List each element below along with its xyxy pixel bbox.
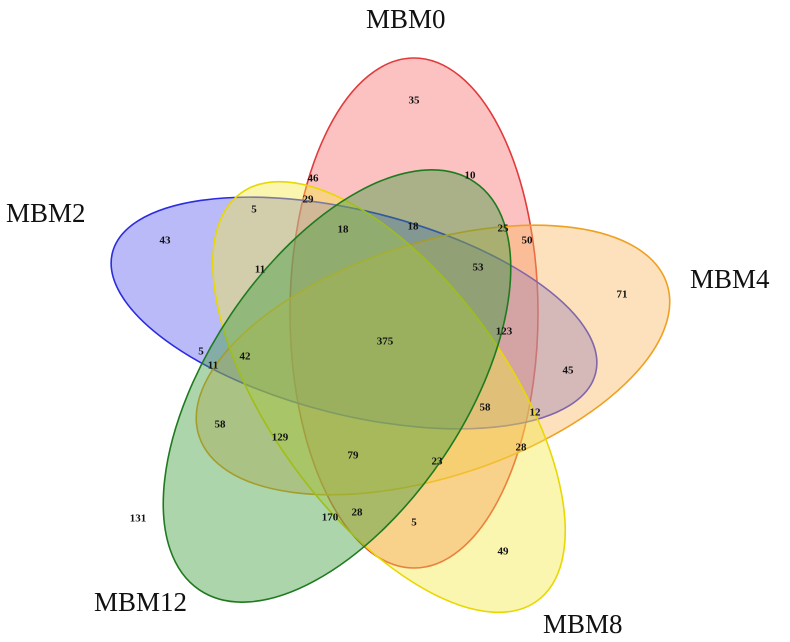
region-count: 170 <box>322 512 339 524</box>
region-count: 71 <box>617 289 628 301</box>
region-count: 43 <box>160 235 172 247</box>
region-count: 11 <box>208 360 218 372</box>
region-count: 11 <box>255 264 265 276</box>
region-count: 28 <box>352 507 364 519</box>
region-count: 18 <box>408 221 420 233</box>
set-ellipse-mbm12 <box>162 169 512 603</box>
region-count: 25 <box>498 223 510 235</box>
region-count: 53 <box>473 262 485 274</box>
set-ellipse-mbm0 <box>289 57 539 569</box>
region-count: 12 <box>530 407 542 419</box>
region-count: 18 <box>338 224 350 236</box>
set-ellipse-mbm4 <box>195 224 671 496</box>
region-count: 29 <box>303 194 315 206</box>
region-count: 375 <box>377 336 394 348</box>
set-ellipse-mbm2 <box>110 196 598 430</box>
region-count: 50 <box>522 235 534 247</box>
region-count: 129 <box>272 432 289 444</box>
region-count: 79 <box>348 450 360 462</box>
region-count: 123 <box>496 326 513 338</box>
region-count: 5 <box>198 346 204 358</box>
region-count: 23 <box>432 456 444 468</box>
region-count: 10 <box>465 170 477 182</box>
set-label-mbm4: MBM4 <box>690 264 770 294</box>
set-label-mbm12: MBM12 <box>94 587 188 617</box>
region-count: 35 <box>409 95 421 107</box>
region-count: 49 <box>498 546 510 558</box>
region-count: 58 <box>215 419 227 431</box>
set-ellipse-mbm8 <box>211 180 567 614</box>
region-count: 131 <box>130 513 147 525</box>
set-label-mbm8: MBM8 <box>543 609 623 639</box>
set-label-mbm2: MBM2 <box>6 198 86 228</box>
region-count: 58 <box>480 402 492 414</box>
region-count: 5 <box>251 204 257 216</box>
set-label-mbm0: MBM0 <box>366 4 446 34</box>
region-count: 45 <box>563 365 575 377</box>
region-count: 28 <box>516 442 528 454</box>
region-count: 42 <box>240 351 252 363</box>
region-count: 5 <box>411 517 417 529</box>
region-count: 46 <box>308 173 320 185</box>
